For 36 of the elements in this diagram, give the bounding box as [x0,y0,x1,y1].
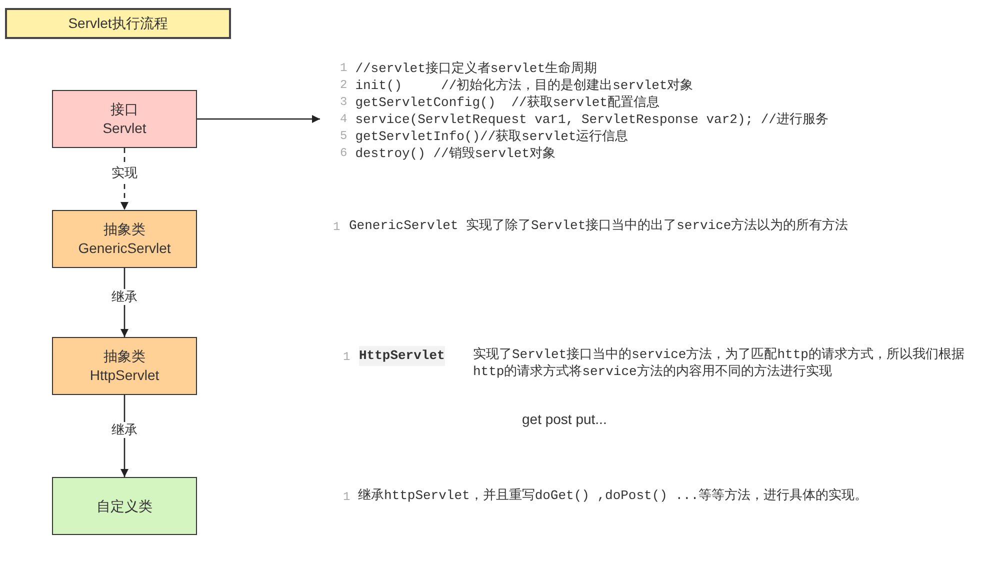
line-number: 5 [340,128,348,145]
class-box [52,90,197,148]
title-banner: Servlet执行流程 [5,8,231,39]
box-text: 接口 [110,100,138,119]
box-text: 抽象类 [104,347,146,366]
code-line: getServletInfo()//获取servlet运行信息 [355,128,630,145]
code-note: 继承httpServlet，并且重写doGet() ,doPost() ...等等方法，进行具体的实现。 [358,487,868,505]
line-number: 1 [333,219,340,236]
class-box [52,477,197,535]
edge-label: 实现 [110,165,138,181]
code-line: service(ServletRequest var1, ServletResponse var2); //进行服务 [355,111,828,128]
line-number: 4 [340,111,348,128]
line-number: 3 [340,94,348,111]
class-box [52,337,197,395]
box-text: Servlet [102,119,146,138]
box-text: GenericServlet [78,239,171,258]
box-text: 抽象类 [104,220,146,239]
line-number: 1 [343,489,350,506]
code-note: 实现了Servlet接口当中的service方法，为了匹配http的请求方式，所以我们根据http的请求方式将service方法的内容用不同的方法进行实现 [473,346,966,380]
class-box [52,210,197,268]
arrow [197,115,320,123]
line-number: 2 [340,77,348,94]
box-text: 自定义类 [96,496,152,516]
edge-label: 继承 [110,422,138,438]
edge-label: 继承 [110,288,138,304]
line-number: 1 [343,349,350,366]
box-text: HttpServlet [90,366,160,385]
code-line: //servlet接口定义者servlet生命周期 [355,60,598,77]
code-note: GenericServlet 实现了除了Servlet接口当中的出了service方法以为的所有方法 [349,217,848,235]
note-text: get post put... [522,410,607,429]
line-number: 6 [340,145,348,162]
code-keyword: HttpServlet [359,346,445,366]
code-line: init() //初始化方法，目的是创建出servlet对象 [355,77,694,94]
line-number: 1 [340,60,348,77]
code-line: destroy() //销毁servlet对象 [355,145,556,162]
code-line: getServletConfig() //获取servlet配置信息 [355,94,660,111]
